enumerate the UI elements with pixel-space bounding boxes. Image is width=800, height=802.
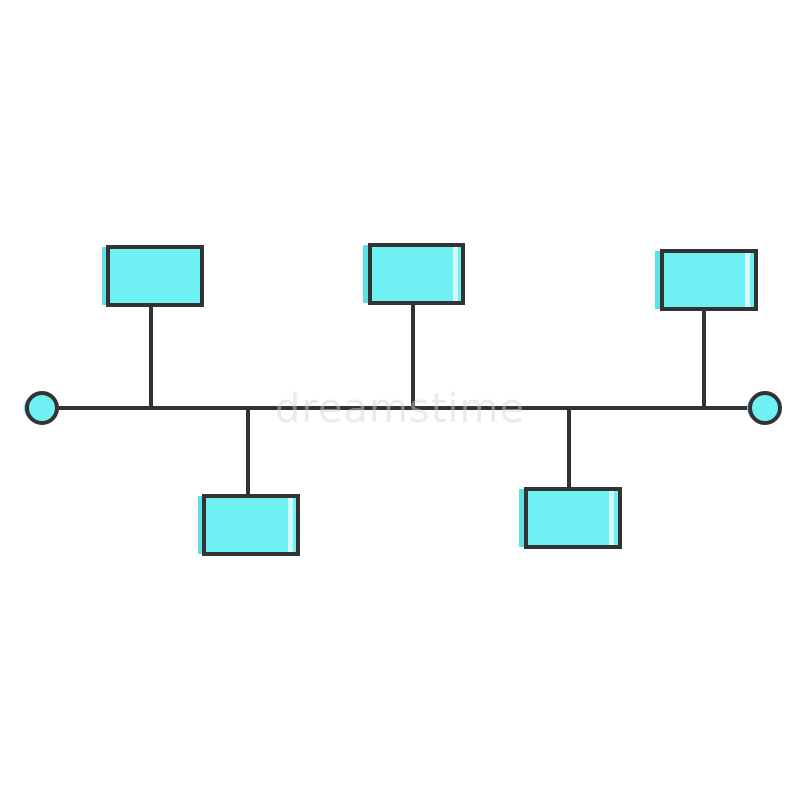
box-5-highlight	[745, 253, 750, 307]
timeline-box-5	[655, 249, 758, 408]
box-2-highlight	[288, 498, 293, 552]
timeline-box-4	[519, 408, 622, 549]
timeline-box-1	[102, 245, 204, 408]
start-node	[24, 391, 59, 425]
box-2-rect	[202, 494, 300, 556]
box-5-rect	[660, 249, 758, 311]
box-4-rect	[524, 487, 622, 549]
box-3-rect	[368, 243, 465, 305]
timeline-box-3	[363, 243, 465, 408]
box-4-highlight	[609, 491, 614, 545]
timeline-box-2	[198, 408, 300, 556]
box-1-rect	[106, 245, 204, 307]
box-3-highlight	[453, 247, 458, 301]
end-node	[747, 391, 782, 425]
